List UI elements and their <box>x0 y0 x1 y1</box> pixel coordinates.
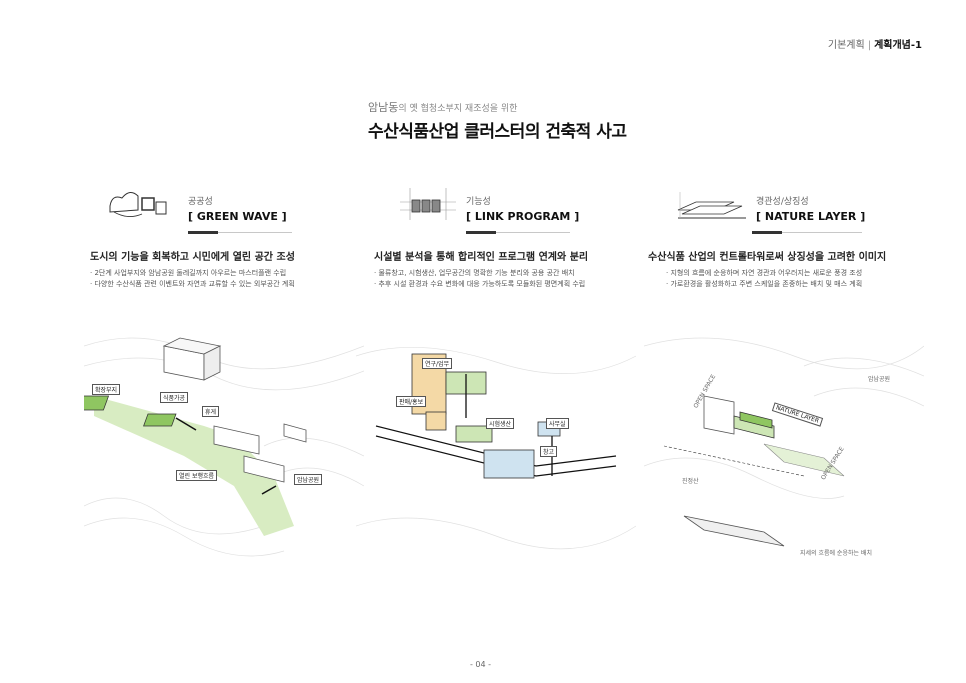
category-label: 기능성 <box>466 197 491 207</box>
place-note: 진정산 <box>682 478 699 485</box>
label: 판매/홍보 <box>396 396 427 407</box>
divider <box>752 231 862 234</box>
page-title: 수산식품산업 클러스터의 건축적 사고 <box>368 122 627 142</box>
page-number: - 04 - <box>470 660 492 669</box>
bullet: · 다양한 수산식품 관련 이벤트와 자연과 교류할 수 있는 외부공간 계획 <box>90 280 295 288</box>
nature-layer-icon <box>677 192 746 219</box>
concept-name: [ LINK PROGRAM ] <box>466 210 580 223</box>
place-note: 지세의 흐름에 순응하는 배치 <box>800 550 872 557</box>
place-note: 암남공원 <box>868 376 891 383</box>
bullet: · 지형의 흐름에 순응하며 자연 경관과 어우러지는 새로운 풍경 조성 <box>666 269 863 277</box>
header-section: 기본계획 <box>827 40 865 51</box>
concept-name: [ NATURE LAYER ] <box>756 210 866 223</box>
column-heading: 수산식품 산업의 컨트롤타워로써 상징성을 고려한 이미지 <box>648 252 887 263</box>
label: 연구/업무 <box>422 358 453 369</box>
diagram-green-wave: 확장부지 식품가공 휴게 열린 보행흐름 암남공원 <box>76 326 365 558</box>
bullet: · 물류창고, 시험생산, 업무공간의 명확한 기능 분리와 공용 공간 배치 <box>374 269 575 277</box>
bullet: · 2단계 사업부지와 암남공원 둘레길까지 아우르는 마스터플랜 수립 <box>90 269 287 277</box>
category-label: 경관성/상징성 <box>756 197 809 207</box>
page-header: 기본계획|계획개념-1 <box>828 36 922 51</box>
site-axonometric-green <box>76 337 365 557</box>
label: 창고 <box>540 446 558 457</box>
label: 열린 보행흐름 <box>176 470 218 481</box>
category-label: 공공성 <box>188 197 213 207</box>
column-bullets: · 물류창고, 시험생산, 업무공간의 명확한 기능 분리와 공용 공간 배치 … <box>374 268 585 290</box>
label: 식품가공 <box>160 392 189 403</box>
column-heading: 시설별 분석을 통해 합리적인 프로그램 연계와 분리 <box>374 252 589 263</box>
divider <box>466 231 570 234</box>
link-program-icon <box>400 188 456 220</box>
site-axonometric-nature <box>643 337 925 547</box>
subtitle-highlight: 암남동 <box>368 101 399 114</box>
label: 확장부지 <box>92 384 121 395</box>
page-subtitle: 암남동의 옛 협청소부지 재조성을 위한 <box>368 99 517 115</box>
header-separator: | <box>867 40 872 51</box>
column-heading: 도시의 기능을 회복하고 시민에게 열린 공간 조성 <box>90 252 295 263</box>
subtitle-rest: 의 옛 협청소부지 재조성을 위한 <box>398 104 518 114</box>
label: 시험생산 <box>486 418 515 429</box>
label: 암남공원 <box>294 474 323 485</box>
column-bullets: · 2단계 사업부지와 암남공원 둘레길까지 아우르는 마스터플랜 수립 · 다… <box>90 268 295 290</box>
site-axonometric-program <box>355 346 637 550</box>
label: 휴게 <box>202 406 220 417</box>
header-current: 계획개념-1 <box>874 40 922 51</box>
bullet: · 가로환경을 활성화하고 주변 스케일을 존중하는 배치 및 매스 계획 <box>666 280 863 288</box>
diagram-link-program: 연구/업무 판매/홍보 시험생산 사무실 창고 <box>355 326 637 558</box>
label: 사무실 <box>546 418 569 429</box>
bullet: · 추후 시설 환경과 수요 변화에 대응 가능하도록 모듈화된 평면계획 수립 <box>374 280 586 288</box>
concept-name: [ GREEN WAVE ] <box>188 210 287 223</box>
divider <box>188 231 292 234</box>
diagram-nature-layer: OPEN SPACE NATURE LAYER OPEN SPACE 암남공원 … <box>643 326 925 558</box>
green-wave-icon <box>109 192 167 217</box>
column-bullets: · 지형의 흐름에 순응하며 자연 경관과 어우러지는 새로운 풍경 조성 · … <box>666 268 862 290</box>
